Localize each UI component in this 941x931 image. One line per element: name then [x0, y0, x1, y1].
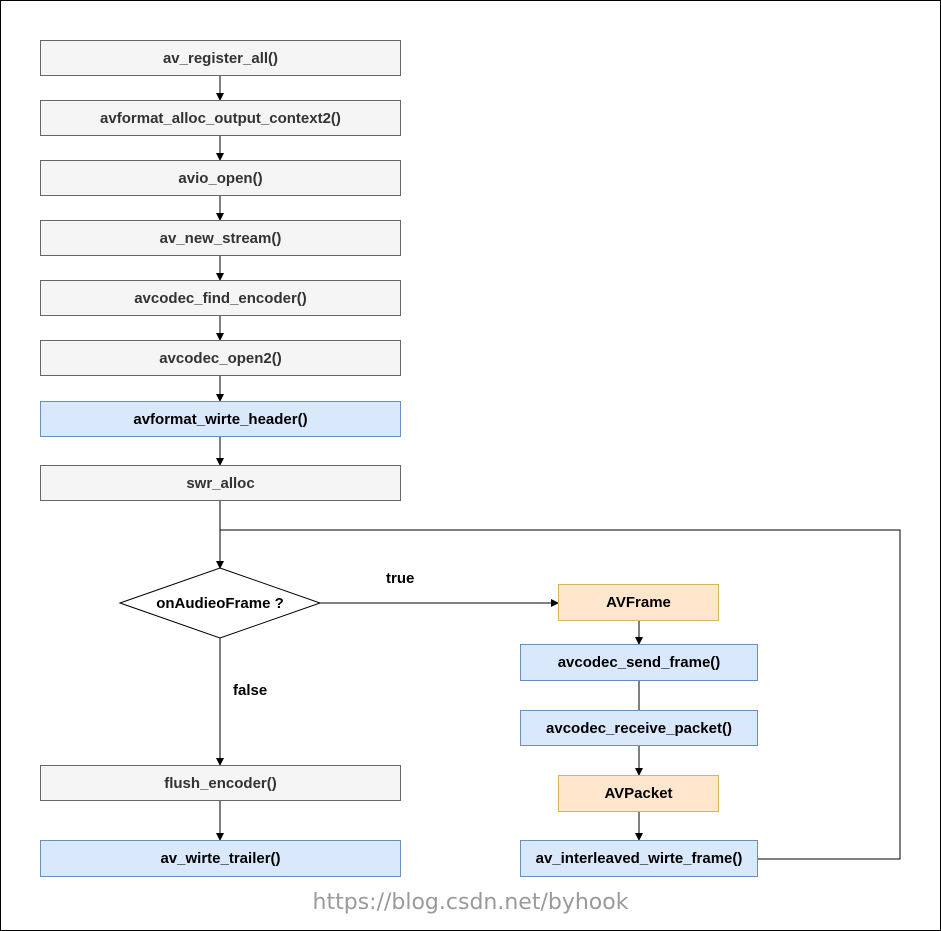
decision-label: onAudieoFrame ? — [156, 594, 284, 612]
node-avcodec-find-encoder: avcodec_find_encoder() — [40, 280, 401, 316]
node-av-interleaved-write-frame: av_interleaved_wirte_frame() — [520, 840, 758, 877]
node-avpacket: AVPacket — [558, 775, 719, 812]
node-avio-open: avio_open() — [40, 160, 401, 196]
true-label: true — [386, 570, 415, 587]
node-swr-alloc: swr_alloc — [40, 465, 401, 501]
watermark-url: https://blog.csdn.net/byhook — [312, 890, 629, 915]
node-avcodec-open2: avcodec_open2() — [40, 340, 401, 376]
false-label: false — [233, 682, 268, 699]
node-av-register-all: av_register_all() — [40, 40, 401, 76]
node-av-new-stream: av_new_stream() — [40, 220, 401, 256]
node-avcodec-receive-packet: avcodec_receive_packet() — [520, 710, 758, 746]
node-avcodec-send-frame: avcodec_send_frame() — [520, 644, 758, 681]
node-avformat-alloc-output-context2: avformat_alloc_output_context2() — [40, 100, 401, 136]
node-flush-encoder: flush_encoder() — [40, 765, 401, 801]
node-avformat-write-header: avformat_wirte_header() — [40, 401, 401, 437]
node-av-write-trailer: av_wirte_trailer() — [40, 840, 401, 877]
edge-loop-back — [220, 529, 901, 860]
node-avframe: AVFrame — [558, 584, 719, 621]
